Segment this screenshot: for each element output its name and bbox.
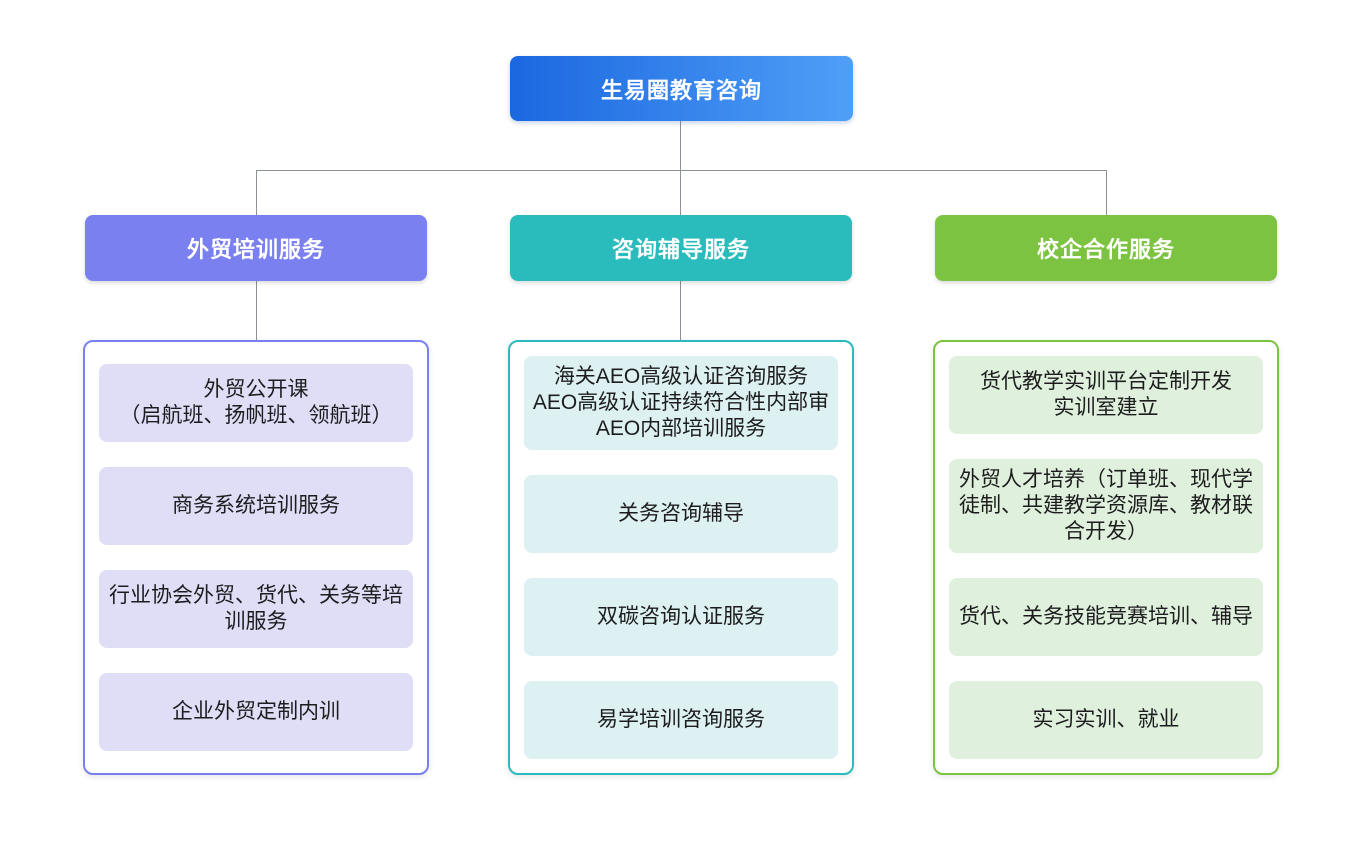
list-item: 企业外贸定制内训 [99,673,413,751]
connector-header2-container [680,281,681,340]
connector-drop-branch-2 [680,170,681,216]
list-item: 行业协会外贸、货代、关务等培训服务 [99,570,413,648]
connector-drop-branch-1 [256,170,257,216]
branch-header-label: 咨询辅导服务 [611,237,750,262]
connector-root-down [680,121,681,170]
branch-header-label: 校企合作服务 [1036,237,1175,262]
connector-header1-container [256,281,257,340]
list-item: 外贸公开课 （启航班、扬帆班、领航班） [99,364,413,442]
list-item: 实习实训、就业 [949,681,1263,759]
list-item: 易学培训咨询服务 [524,681,838,759]
connector-horizontal [256,170,1106,171]
branch-header-label: 外贸培训服务 [186,237,325,262]
branch-container-consulting: 海关AEO高级认证咨询服务 AEO高级认证持续符合性内部审 AEO内部培训服务 … [508,340,854,775]
list-item: 双碳咨询认证服务 [524,578,838,656]
branch-container-school-enterprise: 货代教学实训平台定制开发 实训室建立 外贸人才培养（订单班、现代学徒制、共建教学… [933,340,1279,775]
list-item: 外贸人才培养（订单班、现代学徒制、共建教学资源库、教材联合开发） [949,459,1263,553]
branch-container-trade-training: 外贸公开课 （启航班、扬帆班、领航班） 商务系统培训服务 行业协会外贸、货代、关… [83,340,429,775]
branch-header-consulting: 咨询辅导服务 [510,215,852,281]
connector-drop-branch-3 [1106,170,1107,216]
branch-header-school-enterprise: 校企合作服务 [935,215,1277,281]
list-item: 关务咨询辅导 [524,475,838,553]
root-node: 生易圈教育咨询 [510,56,853,121]
list-item: 海关AEO高级认证咨询服务 AEO高级认证持续符合性内部审 AEO内部培训服务 [524,356,838,450]
list-item: 商务系统培训服务 [99,467,413,545]
list-item: 货代、关务技能竞赛培训、辅导 [949,578,1263,656]
root-node-label: 生易圈教育咨询 [600,77,762,103]
list-item: 货代教学实训平台定制开发 实训室建立 [949,356,1263,434]
branch-header-trade-training: 外贸培训服务 [85,215,427,281]
